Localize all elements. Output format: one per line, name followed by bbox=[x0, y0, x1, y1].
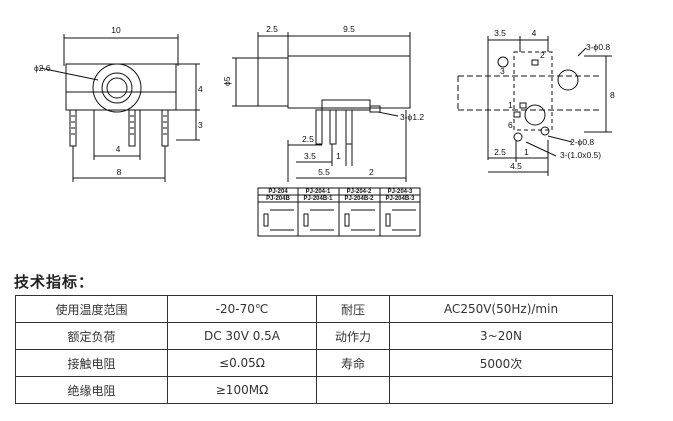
technical-drawing: 10 ϕ2.6 4 3 4 8 2.5 9.5 ϕ5 3-ϕ1.2 2.5 3.… bbox=[34, 24, 615, 237]
table-row: 额定负荷 DC 30V 0.5A 动作力 3~20N bbox=[15, 322, 613, 350]
table-row: 接触电阻 ≤0.05Ω 寿命 5000次 bbox=[15, 349, 613, 377]
spec-label: 额定负荷 bbox=[15, 322, 168, 350]
specs-table: 使用温度范围 -20-70℃ 耐压 AC250V(50Hz)/min 额定负荷 … bbox=[15, 295, 613, 404]
dim-side-diameter: ϕ5 bbox=[222, 76, 232, 86]
model-cell: PJ-204 bbox=[268, 189, 288, 195]
front-view bbox=[39, 34, 200, 182]
dim-side-front: 2.5 bbox=[266, 24, 278, 34]
spec-label: 使用温度范围 bbox=[15, 295, 168, 323]
table-row: 使用温度范围 -20-70℃ 耐压 AC250V(50Hz)/min bbox=[15, 295, 613, 323]
dim-pcb-4: 4 bbox=[532, 28, 537, 38]
dim-front-hole: ϕ2.6 bbox=[34, 63, 51, 73]
side-view bbox=[232, 32, 421, 237]
dim-side-1: 1 bbox=[336, 151, 341, 161]
dim-front-width: 10 bbox=[111, 25, 121, 35]
model-cell: PJ-204-2 bbox=[347, 189, 372, 195]
spec-value: AC250V(50Hz)/min bbox=[389, 295, 613, 323]
spec-label bbox=[316, 376, 390, 404]
dim-pcb-4-5: 4.5 bbox=[510, 161, 522, 171]
dim-pcb-3: 3 bbox=[500, 66, 505, 76]
model-cell: PJ-204B-1 bbox=[303, 196, 333, 202]
specs-title: 技术指标： bbox=[14, 273, 95, 291]
model-cell: PJ-204B bbox=[266, 196, 290, 202]
spec-label: 绝缘电阻 bbox=[15, 376, 168, 404]
dim-side-body: 9.5 bbox=[343, 24, 355, 34]
dim-side-pin-hole: 3-ϕ1.2 bbox=[400, 112, 424, 122]
dim-pcb-slot: 3-(1.0x0.5) bbox=[560, 150, 601, 160]
model-cell: PJ-204-3 bbox=[388, 189, 413, 195]
dim-front-height-upper: 4 bbox=[198, 84, 203, 94]
spec-value: ≥100MΩ bbox=[167, 376, 317, 404]
model-cell: PJ-204-1 bbox=[306, 189, 331, 195]
spec-value bbox=[389, 376, 613, 404]
dim-pcb-1: 1 bbox=[508, 100, 513, 110]
model-cell: PJ-204B-2 bbox=[344, 196, 374, 202]
dim-side-2-5: 2.5 bbox=[302, 134, 314, 144]
dim-pcb-2-5: 2.5 bbox=[494, 147, 506, 157]
spec-value: -20-70℃ bbox=[167, 295, 317, 323]
spec-value: 3~20N bbox=[389, 322, 613, 350]
table-row: 绝缘电阻 ≥100MΩ bbox=[15, 376, 613, 404]
dim-pcb-8: 8 bbox=[610, 90, 615, 100]
dim-front-overall: 8 bbox=[117, 167, 122, 177]
dim-side-3-5: 3.5 bbox=[304, 151, 316, 161]
dim-pcb-6: 6 bbox=[508, 120, 513, 130]
dim-front-height-lower: 3 bbox=[198, 120, 203, 130]
dim-pcb-hole-large: 3-ϕ0.8 bbox=[586, 42, 610, 52]
dim-pcb-hole-small: 2-ϕ0.8 bbox=[570, 137, 594, 147]
spec-label: 动作力 bbox=[316, 322, 390, 350]
spec-value: DC 30V 0.5A bbox=[167, 322, 317, 350]
pcb-layout bbox=[457, 36, 612, 176]
dim-pcb-1b: 1 bbox=[524, 147, 529, 157]
dim-pcb-3-5: 3.5 bbox=[494, 28, 506, 38]
spec-value: ≤0.05Ω bbox=[167, 349, 317, 377]
spec-label: 接触电阻 bbox=[15, 349, 168, 377]
dim-pcb-2: 2 bbox=[540, 50, 545, 60]
dim-front-pin-spacing: 4 bbox=[116, 144, 121, 154]
spec-value: 5000次 bbox=[389, 349, 613, 377]
dim-side-5-5: 5.5 bbox=[318, 167, 330, 177]
model-cell: PJ-204B-3 bbox=[385, 196, 415, 202]
spec-label: 耐压 bbox=[316, 295, 390, 323]
dim-side-2: 2 bbox=[369, 167, 374, 177]
spec-label: 寿命 bbox=[316, 349, 390, 377]
